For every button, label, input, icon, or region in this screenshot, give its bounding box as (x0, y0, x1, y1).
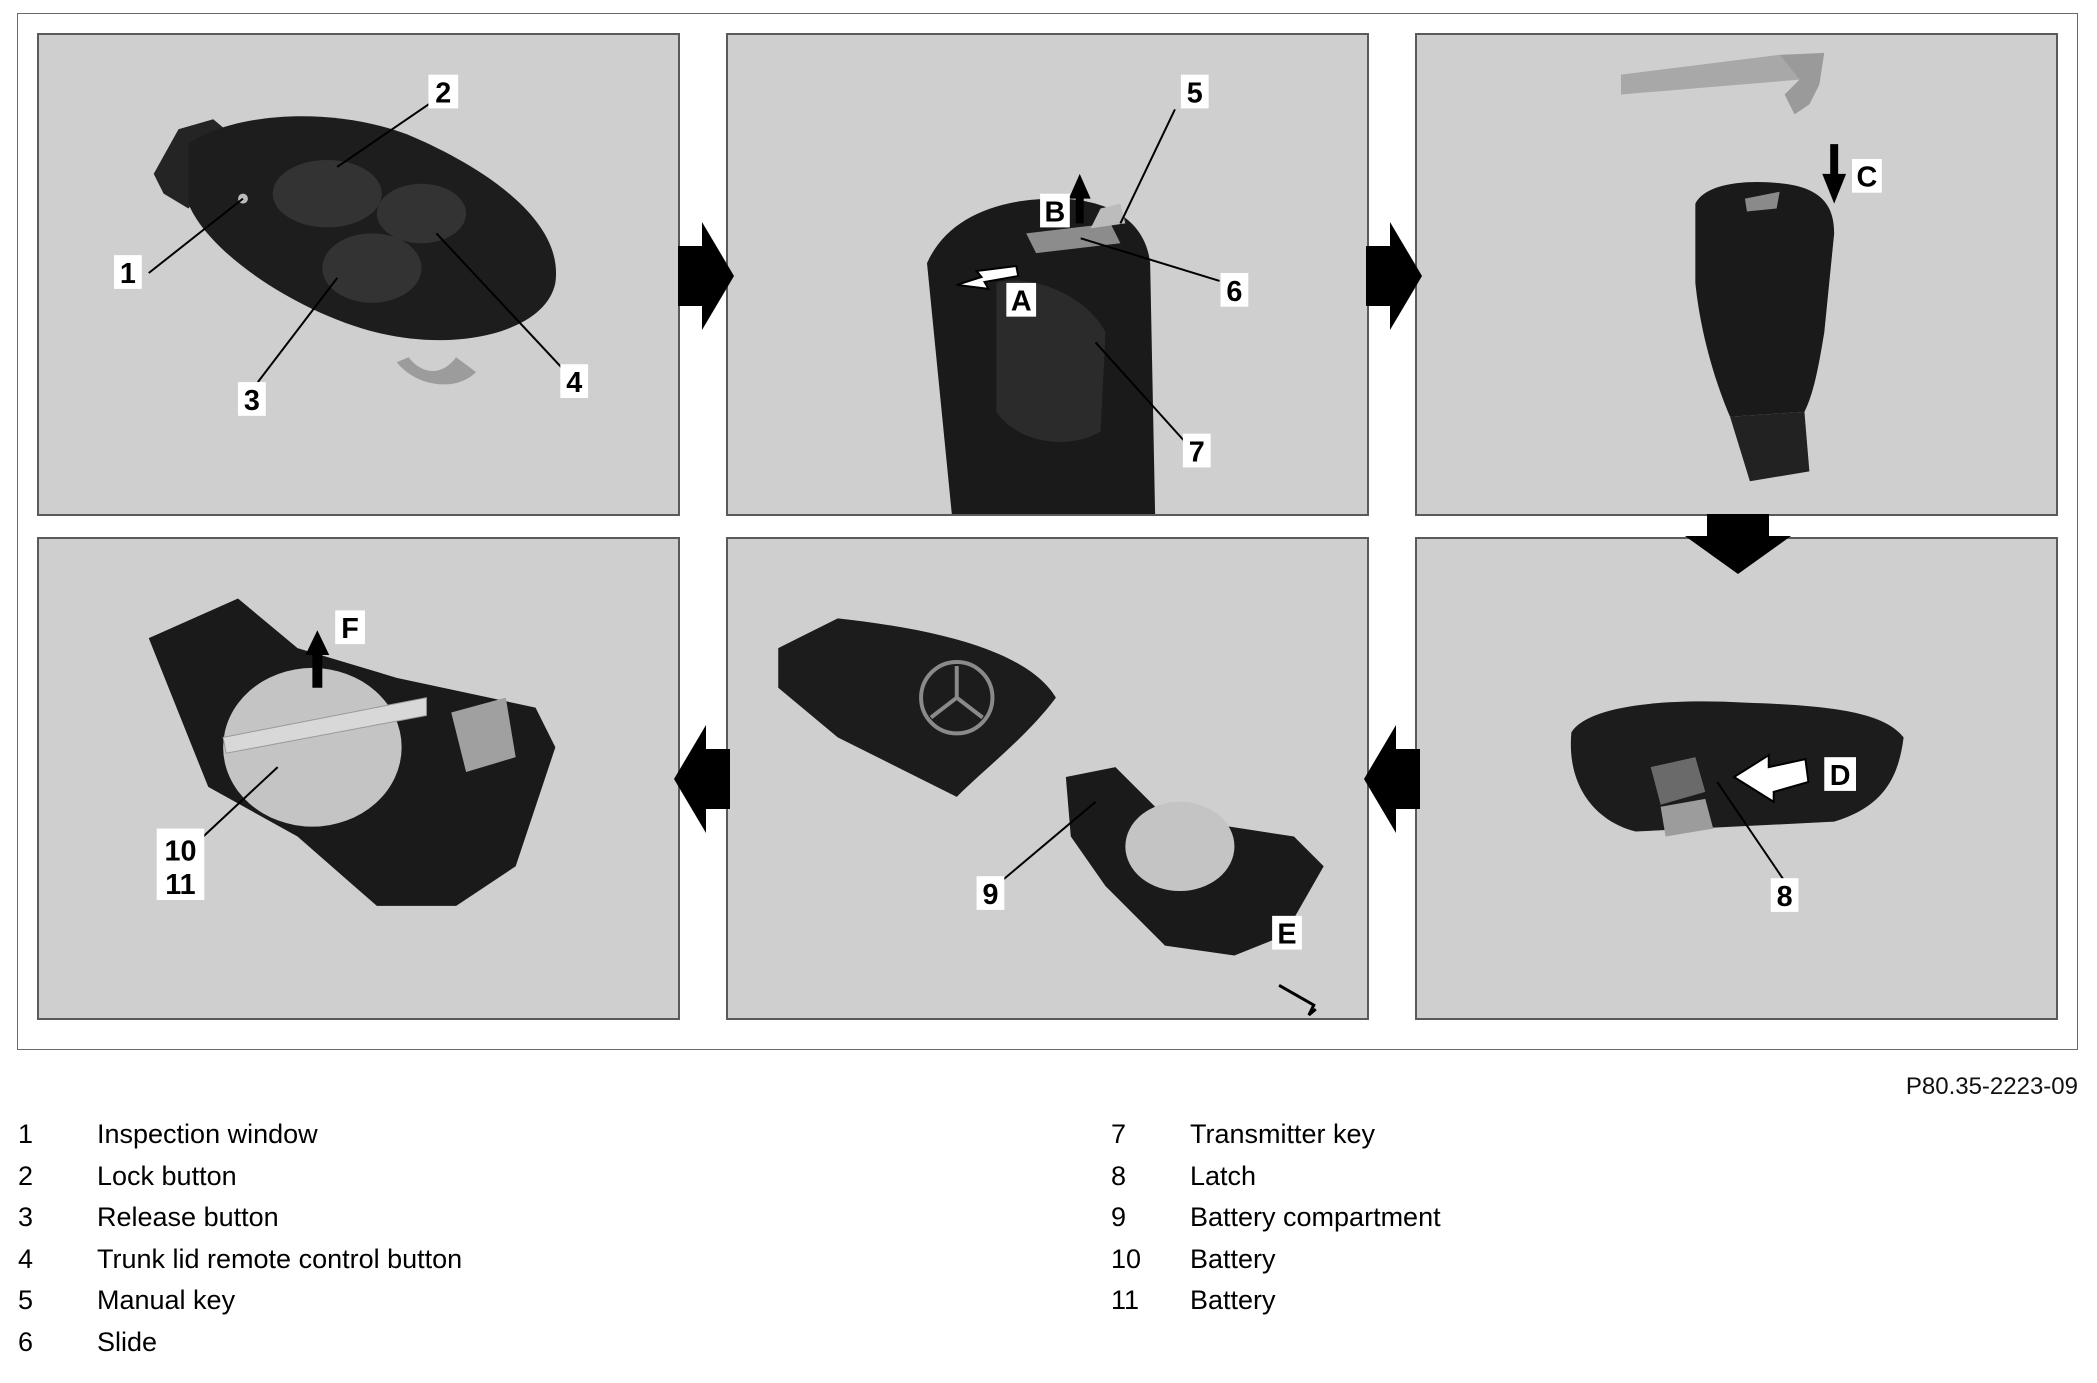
legend-number: 11 (1111, 1285, 1140, 1315)
callout-2-label: 1 (120, 258, 136, 290)
legend-item: 3 Release button (18, 1197, 818, 1239)
legend-label: Slide (97, 1326, 158, 1357)
callout-10-label: 10 (164, 835, 196, 867)
legend-label: Battery (1190, 1243, 1276, 1274)
insert-key-illustration: C (1620, 52, 1882, 482)
legend-item: 6 Slide (18, 1322, 818, 1364)
callout-3-label: 3 (244, 385, 260, 417)
callout-8-label: 8 (1777, 881, 1793, 913)
legend-label: Inspection window (97, 1119, 318, 1149)
panel-key-overview: 2 1 3 4 (37, 33, 680, 516)
legend-item: 8 Latch (1111, 1156, 1911, 1198)
callout-C-label: C (1857, 162, 1878, 194)
panel-release-manual-key: 5 6 7 B A (726, 33, 1369, 516)
callout-6-label: 6 (1226, 276, 1242, 308)
legend-label: Manual key (97, 1285, 236, 1315)
callout-B-label: B (1045, 196, 1066, 228)
open-compartment-illustration: 9 E (778, 618, 1324, 1017)
release-manual-key-illustration: 5 6 7 B A (927, 74, 1249, 514)
legend-right: 7 Transmitter key 8 Latch 9 Battery comp… (1111, 1114, 1911, 1322)
legend-item: 1 Inspection window (18, 1114, 818, 1156)
callout-4-label: 4 (566, 367, 582, 399)
legend-item: 2 Lock button (18, 1156, 818, 1198)
legend-number: 2 (18, 1160, 34, 1191)
flow-arrow-left-1 (1364, 725, 1420, 833)
flow-arrow-right-1 (678, 222, 734, 330)
legend-item: 4 Trunk lid remote control button (18, 1239, 818, 1281)
legend-number: 4 (18, 1243, 34, 1274)
legend-number: 8 (1111, 1160, 1127, 1191)
panel-remove-battery: F 10 11 (37, 537, 680, 1020)
panel-open-compartment: 9 E (726, 537, 1369, 1020)
remove-battery-illustration: F 10 11 (148, 598, 556, 906)
legend-left: 1 Inspection window 2 Lock button 3 Rele… (18, 1114, 818, 1363)
legend-label: Trunk lid remote control button (97, 1243, 463, 1274)
callout-1-label: 2 (435, 77, 451, 109)
legend-label: Latch (1190, 1160, 1257, 1191)
legend-item: 9 Battery compartment (1111, 1197, 1911, 1239)
legend-number: 9 (1111, 1202, 1127, 1232)
callout-A-label: A (1011, 286, 1032, 318)
callout-11-label: 11 (165, 869, 195, 901)
callout-7-label: 7 (1189, 436, 1205, 468)
latch-illustration: D 8 (1570, 701, 1904, 913)
key-overview-illustration: 2 1 3 4 (114, 74, 589, 417)
legend-label: Battery compartment (1190, 1202, 1441, 1232)
legend-number: 1 (18, 1119, 34, 1149)
figure-code: P80.35-2223-09 (1905, 1073, 2078, 1100)
legend-item: 5 Manual key (18, 1280, 818, 1322)
legend-label: Transmitter key (1190, 1119, 1376, 1149)
legend-number: 3 (18, 1202, 34, 1232)
legend-item: 7 Transmitter key (1111, 1114, 1911, 1156)
callout-F-label: F (341, 613, 359, 645)
legend-label: Battery (1190, 1285, 1276, 1315)
legend-number: 10 (1111, 1243, 1142, 1274)
callout-E-label: E (1277, 919, 1296, 951)
legend-item: 10 Battery (1111, 1239, 1911, 1281)
flow-arrow-left-2 (674, 725, 730, 833)
callout-5-label: 5 (1187, 77, 1203, 109)
flow-arrow-down (1685, 514, 1791, 574)
legend-label: Release button (97, 1202, 279, 1232)
panel-latch: D 8 (1415, 537, 2058, 1020)
callout-D-label: D (1830, 760, 1851, 792)
flow-arrow-right-2 (1366, 222, 1422, 330)
legend-number: 7 (1111, 1119, 1127, 1149)
legend-label: Lock button (97, 1160, 237, 1191)
callout-9-label: 9 (982, 879, 998, 911)
legend-number: 5 (18, 1285, 34, 1315)
legend-number: 6 (18, 1326, 34, 1357)
panel-insert-key: C (1415, 33, 2058, 516)
legend-item: 11 Battery (1111, 1280, 1911, 1322)
